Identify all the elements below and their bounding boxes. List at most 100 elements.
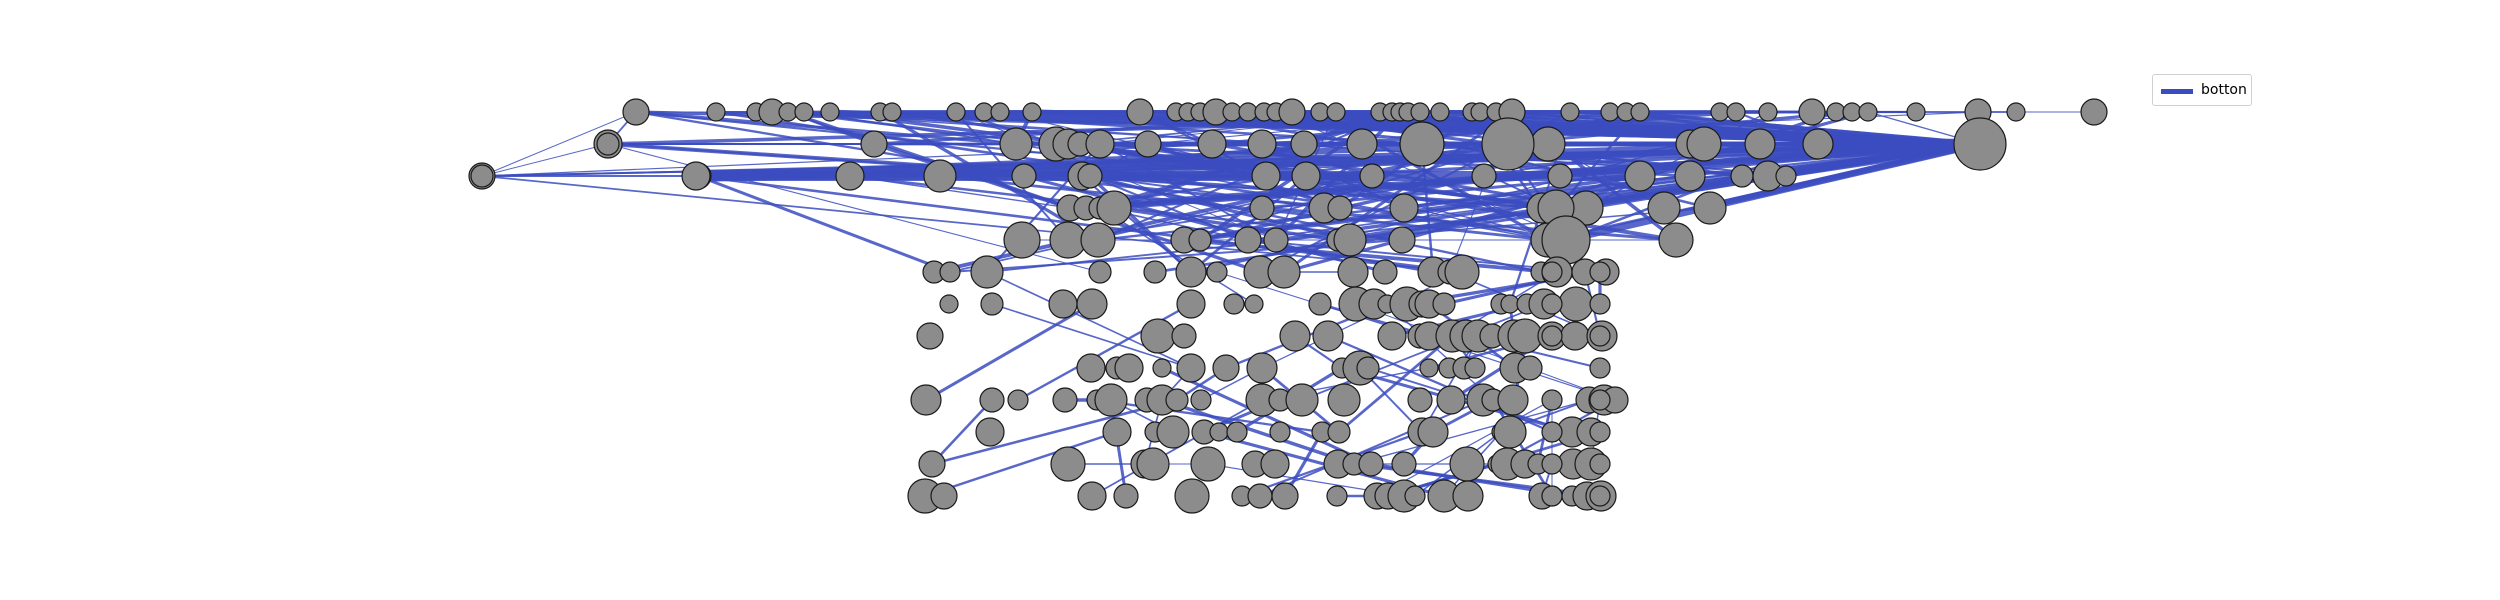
graph-node — [1077, 481, 1107, 511]
graph-node — [1197, 129, 1227, 159]
graph-node — [778, 102, 798, 122]
graph-edge — [481, 111, 637, 177]
graph-node — [990, 102, 1010, 122]
graph-node — [1171, 323, 1197, 349]
graph-node — [1251, 161, 1281, 191]
graph-node — [1470, 102, 1490, 122]
graph-node — [1247, 483, 1273, 509]
graph-node — [1337, 256, 1369, 288]
graph-node — [1558, 286, 1594, 322]
graph-node — [470, 164, 494, 188]
graph-node — [1541, 325, 1563, 347]
graph-node — [1190, 389, 1212, 411]
graph-node — [946, 102, 966, 122]
graph-node — [706, 102, 726, 122]
graph-node — [835, 161, 865, 191]
graph-node — [1775, 165, 1797, 187]
graph-node — [1589, 485, 1611, 507]
graph-node — [1290, 130, 1318, 158]
graph-node — [1802, 128, 1834, 160]
graph-node — [1410, 102, 1430, 122]
graph-node — [1327, 420, 1351, 444]
graph-node — [1212, 354, 1240, 382]
graph-node — [1391, 451, 1417, 477]
graph-node — [1842, 102, 1862, 122]
graph-node — [1308, 292, 1332, 316]
graph-node — [1372, 259, 1398, 285]
graph-node — [1507, 318, 1543, 354]
graph-node — [1102, 417, 1132, 447]
graph-node — [882, 102, 902, 122]
graph-node — [1085, 129, 1115, 159]
graph-node — [1430, 102, 1450, 122]
graph-node — [1744, 128, 1776, 160]
graph-node — [980, 292, 1004, 316]
graph-node — [1432, 292, 1456, 316]
graph-edge — [1099, 207, 1255, 305]
graph-node — [1589, 421, 1611, 443]
graph-node — [1152, 358, 1172, 378]
graph-node — [1050, 446, 1086, 482]
graph-edge — [1067, 143, 1691, 241]
graph-node — [1052, 387, 1078, 413]
graph-edge — [1161, 398, 1355, 466]
graph-node — [1222, 102, 1242, 122]
legend: botton — [2152, 74, 2252, 106]
graph-node — [1541, 261, 1563, 283]
graph-node — [1249, 195, 1275, 221]
graph-node — [1493, 415, 1527, 449]
graph-node — [916, 322, 944, 350]
graph-node — [1269, 421, 1291, 443]
graph-edge — [931, 399, 993, 465]
graph-node — [975, 417, 1005, 447]
graph-edge — [1319, 110, 1981, 146]
graph-edge — [1089, 175, 1249, 241]
graph-node — [1126, 98, 1154, 126]
graph-node — [1260, 449, 1290, 479]
graph-node — [1471, 163, 1497, 189]
graph-node — [794, 102, 814, 122]
graph-node — [1022, 102, 1042, 122]
graph-node — [1226, 421, 1248, 443]
graph-node — [1094, 383, 1128, 417]
graph-node — [939, 261, 961, 283]
graph-node — [820, 102, 840, 122]
graph-node — [1798, 98, 1826, 126]
graph-node — [681, 161, 711, 191]
graph-node — [923, 159, 957, 193]
graph-node — [1234, 226, 1262, 254]
graph-node — [1730, 164, 1754, 188]
graph-node — [1140, 318, 1176, 354]
graph-node — [1589, 261, 1611, 283]
graph-node — [1326, 102, 1346, 122]
graph-node — [1726, 102, 1746, 122]
graph-node — [1710, 102, 1730, 122]
graph-node — [1136, 447, 1170, 481]
graph-node — [1346, 128, 1378, 160]
graph-node — [1541, 389, 1563, 411]
graph-node — [1134, 130, 1162, 158]
graph-edge — [1161, 366, 1372, 466]
graph-node — [860, 130, 888, 158]
graph-node — [1358, 451, 1384, 477]
graph-node — [910, 384, 942, 416]
graph-edge — [481, 175, 1463, 273]
graph-edge — [991, 303, 1192, 369]
graph-node — [1693, 191, 1727, 225]
graph-node — [1113, 483, 1139, 509]
graph-node — [1541, 421, 1563, 443]
graph-node — [1589, 325, 1611, 347]
graph-node — [1589, 453, 1611, 475]
graph-node — [918, 450, 946, 478]
graph-node — [1826, 102, 1846, 122]
graph-node — [1279, 320, 1311, 352]
graph-node — [1190, 446, 1226, 482]
graph-node — [1247, 129, 1277, 159]
graph-node — [1541, 215, 1591, 265]
graph-node — [1517, 355, 1543, 381]
graph-node — [1953, 117, 2007, 171]
graph-node — [999, 127, 1033, 161]
graph-node — [1404, 485, 1426, 507]
graph-node — [1310, 102, 1330, 122]
